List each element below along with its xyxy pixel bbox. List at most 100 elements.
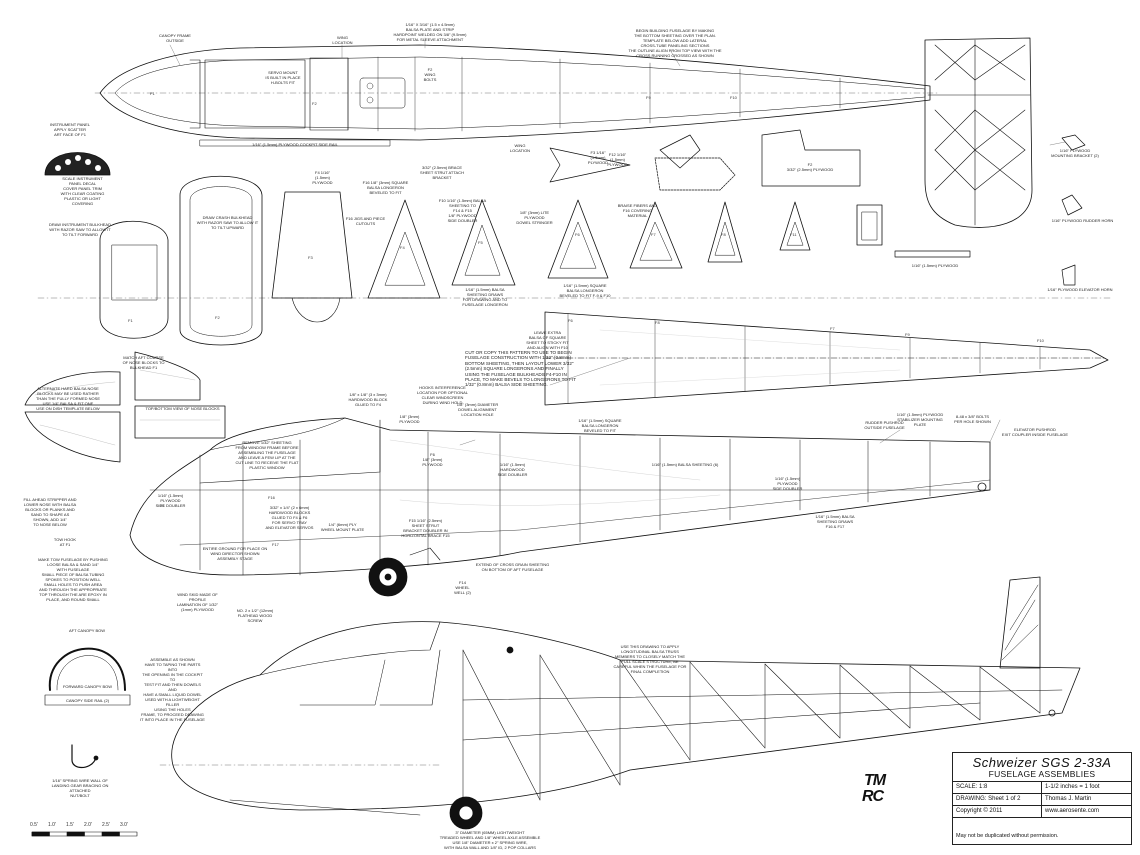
part-label-f8-sheet: F8 — [655, 320, 660, 325]
note-f5-hardwood: 1/16" (1.5mm) HARDWOOD SIDE DOUBLER — [497, 462, 528, 477]
part-label-f2-bulkhead: F2 — [215, 315, 220, 320]
note-lower-sheet: 1/16" (1.5mm) PLYWOOD SIDE DOUBLER — [155, 493, 186, 508]
instrument-panel — [44, 152, 111, 176]
drawing-sheet: DRAWING: Sheet 1 of 2 — [956, 796, 1021, 802]
note-f7-balsa: 1/16" (1.5mm) BALSA SHEETING (6) — [651, 462, 719, 467]
glider-3d-view — [171, 576, 1081, 830]
part-label-f6-bulkhead: F6 — [575, 232, 580, 237]
duplication-warning: May not be duplicated without permission… — [956, 833, 1059, 839]
title-row-drawing: DRAWING: Sheet 1 of 2 Thomas J. Martin — [953, 793, 1131, 805]
note-inside-square: 1/16" (1.5mm) BALSA SHEETING DRAWS FOR D… — [462, 287, 508, 307]
note-skid-screw: NO. 2 x 1/2" (12mm) FLATHEAD WOOD SCREW — [236, 608, 274, 623]
note-begin-building: BEGIN BUILDING FUSELAGE BY MAKING THE BO… — [628, 28, 722, 58]
note-crash-bulkhead: DRAW CRASH BULKHEAD WITH RAZOR SAW TO AL… — [196, 215, 259, 230]
note-assemble: ASSEMBLE AS SHOWN HAVE TO TAPING THE PAR… — [140, 657, 205, 722]
note-carbon-fiber: BRAISE FIBERS AND F16 COVERING MATERIAL — [617, 203, 658, 218]
part-label-f4-bulkhead: F4 — [400, 245, 405, 250]
part-label-f10-sheet: F10 — [1037, 338, 1044, 343]
scale-tick: 2.0' — [84, 822, 92, 828]
note-stab-mount: 1/16" PLYWOOD MOUNTING BRACKET (2) — [1051, 148, 1099, 158]
note-bottom-sheet: EXTEND OF CROSS GRAIN SHEETING ON BOTTOM… — [475, 562, 550, 572]
part-label-f1-bulkhead: F1 — [128, 318, 133, 323]
logo-line1: TM — [864, 772, 886, 789]
part-label-f9: F9 — [646, 95, 651, 100]
nose-blocks — [24, 351, 226, 463]
part-label-f16: F16 — [268, 495, 275, 500]
note-leave-extra: LEAVE EXTRA BALSA OF SQUARE SHEET TO STI… — [526, 330, 569, 350]
note-wheel-axle: 3" DIAMETER (65MM) LIGHTWEIGHT TREADED W… — [439, 830, 541, 850]
part-label-f6-sheet: F6 — [568, 318, 573, 323]
note-nose-blocks: ALTERNATE HARD BALSA NOSE BLOCKS MAY BE … — [35, 386, 100, 411]
note-f3-plywood: F3 1/16" (1.5mm) PLYWOOD — [587, 150, 609, 165]
note-canopy-fix: 1/8" x 1/8" (3 x 3mm) HARDWOOD BLOCK GLU… — [348, 392, 388, 407]
scale-bar: 0.5' 1.0' 1.5' 2.0' 2.5' 3.0' — [30, 822, 140, 842]
note-canopy-rail: CANOPY SIDE RAIL (2) — [65, 698, 110, 703]
note-f16-sheeting: 1/16" (1.5mm) BALSA SHEETING DRAWS F16 &… — [815, 514, 855, 529]
note-lower-longerons: CUT OR COPY THIS PATTERN TO USE TO BEGIN… — [465, 350, 577, 388]
note-wing-bolts: F2 WING BOLTS — [423, 67, 437, 82]
title-row-scale: SCALE: 1:8 1-1/2 inches = 1 foot — [953, 781, 1131, 793]
part-label-f2: F2 — [312, 101, 317, 106]
note-top-stringers: 1/16" X 3/16" (1.5 x 4.5mm) BALSA PLATE … — [393, 22, 467, 42]
title-block: Schweizer SGS 2-33A FUSELAGE ASSEMBLIES … — [952, 752, 1132, 845]
logo-line2: RC — [862, 788, 884, 805]
note-f2-plywood: F2 3/32" (2.5mm) PLYWOOD — [786, 162, 834, 172]
note-attach-pieces: MATCH AFT COURSE OF NOSE BLOCKS TO BULKH… — [122, 355, 165, 370]
tmrc-logo: TM RC — [858, 770, 918, 830]
scale-tick: 1.5' — [66, 822, 74, 828]
title-row-copyright: Copyright © 2011 www.aerosente.com — [953, 805, 1131, 817]
scale-bar-graphic — [31, 831, 138, 837]
drawing-subtitle: FUSELAGE ASSEMBLIES — [988, 769, 1096, 779]
note-aft-canopy: AFT CANOPY BOW — [68, 628, 106, 633]
note-rudder-horn: 1/16" PLYWOOD RUDDER HORN — [1051, 218, 1114, 223]
note-wing-location: WING LOCATION — [332, 35, 353, 45]
note-elevator-pushrod: ELEVATOR PUSHROD EXIT COUPLER INSIDE FUS… — [1001, 427, 1069, 437]
note-servo-mount: SERVO MOUNT IS BUILT IN PLACE H-BOLTS FI… — [265, 70, 301, 85]
note-f4-plywood: F4 1/16" (1.5mm) PLYWOOD — [312, 170, 333, 185]
note-use-drawing: USE THIS DRAWING TO APPLY LONGITUDINAL B… — [613, 644, 687, 674]
part-label-f9-sheet: F9 — [905, 332, 910, 337]
scale-tick: 0.5' — [30, 822, 38, 828]
part-label-f8-bulkhead: F8 — [721, 232, 726, 237]
note-instrument-panel: INSTRUMENT PANEL APPLY SCATTER ART FACE … — [49, 122, 91, 137]
note-spring: 1/16" SPRING WIRE WALL OF LANDING GEAR B… — [51, 778, 109, 798]
note-elevator-horn: 1/16" PLYWOOD ELEVATOR HORN — [1047, 287, 1113, 292]
drawing-title: Schweizer SGS 2-33A — [972, 755, 1112, 770]
note-remove-shim: REMOVE 1/32" SHEETING FROM WINDOW FRAME … — [235, 440, 299, 470]
scale-value: 1-1/2 inches = 1 foot — [1045, 784, 1100, 790]
fuselage-top-view — [99, 44, 931, 147]
part-label-f3-bulkhead: F3 — [308, 255, 313, 260]
note-forward-canopy: FORWARD CANOPY BOW — [62, 684, 113, 689]
formers-row-top — [549, 129, 861, 191]
note-tail-plate: 1/16" (1.5mm) PLYWOOD — [911, 263, 959, 268]
copyright: Copyright © 2011 — [956, 808, 1003, 814]
note-f1-bulkhead: DRAW INSTRUMENT BULKHEAD WITH RAZOR SAW … — [48, 222, 111, 237]
scale-tick: 1.0' — [48, 822, 56, 828]
part-label-f7-bulkhead: F7 — [651, 232, 656, 237]
note-instrument-panel-detail: SCALE INSTRUMENT PANEL DECAL COVER PANEL… — [60, 176, 105, 206]
note-cockpit-side-rail: 1/16" (1.5mm) PLYWOOD COCKPIT SIDE RAIL — [252, 142, 338, 147]
note-aileron-servo: F15 1/16" (2.5mm) SHEET STRUT BRACKET DO… — [401, 518, 450, 538]
note-wing-mount: ENTIRE GROUND FOR PLACE ON WIND DIRECTOR… — [202, 546, 268, 561]
small-parts-right — [894, 134, 1086, 286]
scale-label: SCALE: 1:8 — [956, 784, 988, 790]
part-label-f1: F1 — [150, 91, 155, 96]
part-label-f7-sheet: F7 — [830, 326, 835, 331]
author-name: Thomas J. Martin — [1045, 796, 1092, 802]
center-lines — [37, 92, 1111, 766]
stabilizer-top-view — [924, 37, 1033, 228]
note-hooks: HOOKS INTERFERENCE LOCATION FOR OPTIONAL… — [416, 385, 469, 405]
note-f12-label: F12 1/16" (1.5mm) PLYWOOD — [607, 152, 628, 167]
scale-tick: 2.5' — [102, 822, 110, 828]
note-wheel-mount: 1/4" (6mm) PLY WHEEL MOUNT PLATE — [320, 522, 365, 532]
note-f6-balsa-sheet: F10 1/16" (1.5mm) BALSA SHEETING TO F14 … — [438, 198, 487, 223]
fuselage-side-view-construction — [129, 417, 991, 597]
note-f5-square-balsa: F16 1/8" (3mm) SQUARE BALSA LONGERON BEV… — [362, 180, 409, 195]
leader-lines — [169, 37, 1066, 446]
website: www.aerosente.com — [1045, 808, 1100, 814]
part-label-f5-bulkhead: F5 — [478, 240, 483, 245]
part-label-f10: F10 — [730, 95, 737, 100]
bottom-sheet-pattern — [544, 311, 1109, 406]
